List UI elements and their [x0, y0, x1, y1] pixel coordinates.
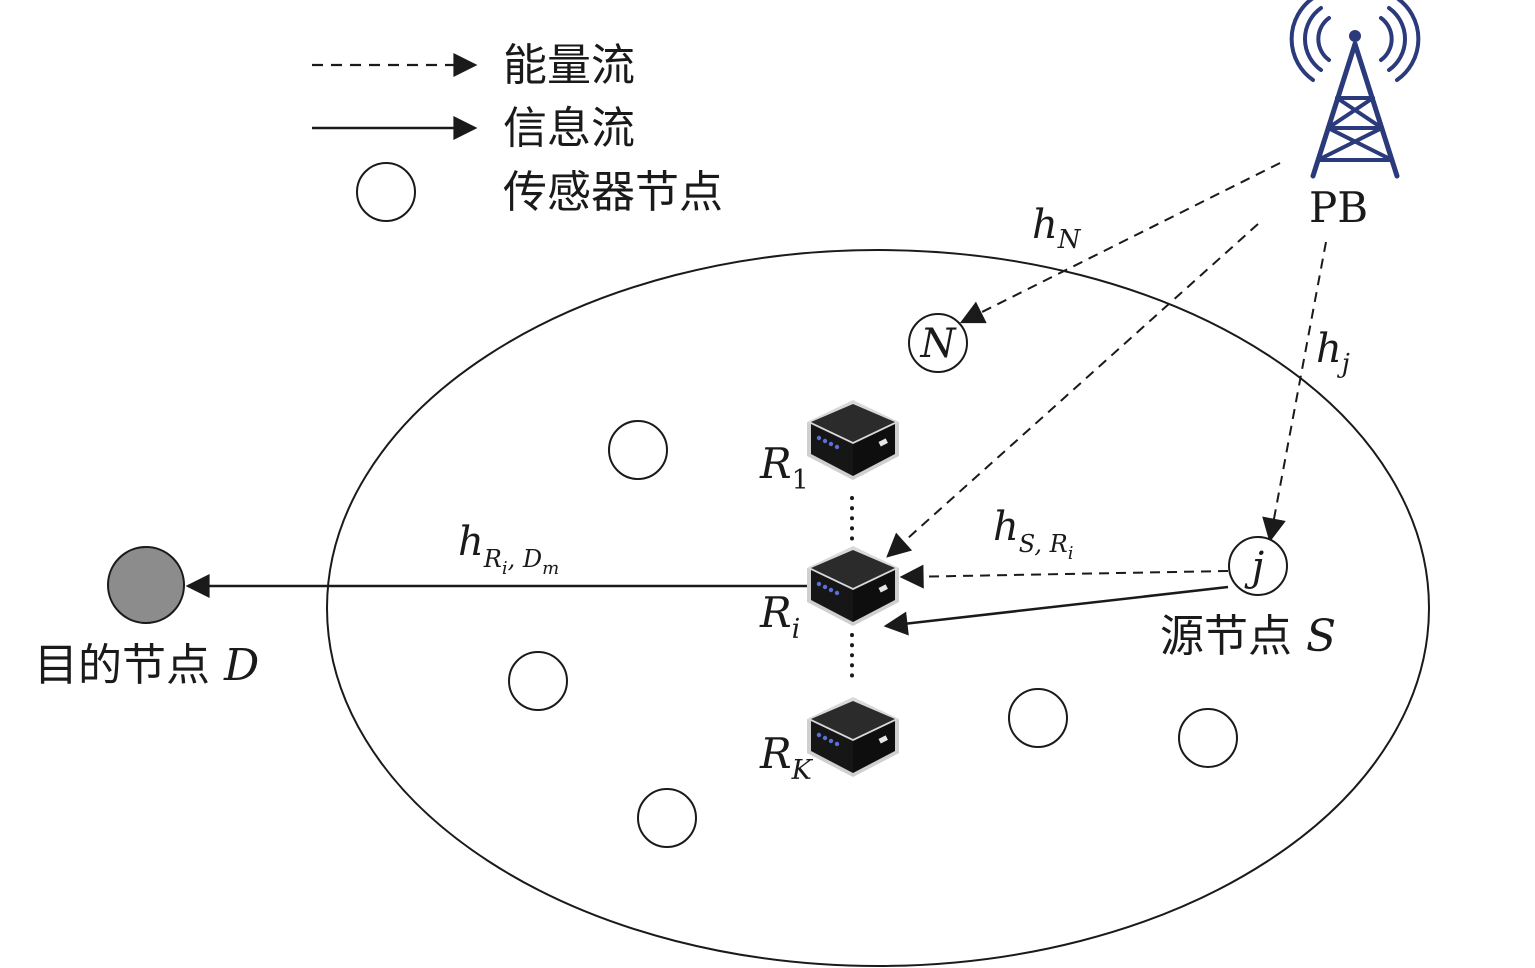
- energy-link-j-ri: [899, 564, 1229, 589]
- sensor-node: [508, 651, 568, 711]
- node-j: [1228, 536, 1288, 596]
- legend-info-label: 信息流: [503, 103, 635, 154]
- relay-rk-icon: [807, 697, 899, 777]
- relay-rk-label: RK: [759, 729, 814, 786]
- power-beacon-label: PB: [1309, 183, 1368, 232]
- legend-sensor-label: 传感器节点: [503, 167, 723, 218]
- network-area: [326, 249, 1430, 967]
- relay-r1-icon: [807, 400, 899, 480]
- relay-ri-label: Ri: [759, 588, 800, 645]
- legend-sensor-icon: [356, 162, 416, 222]
- relay-ri-icon: [807, 546, 899, 626]
- sensor-node: [608, 420, 668, 480]
- energy-link-pb-n: [959, 162, 1281, 324]
- node-n: [908, 313, 968, 373]
- channel-label-hN: hN: [1032, 202, 1082, 255]
- channel-label-hSRi: hS, Ri: [993, 504, 1073, 564]
- destination-node-label: 目的节点 D: [34, 640, 259, 691]
- sensor-node: [637, 788, 697, 848]
- sensor-node: [1178, 708, 1238, 768]
- channel-label-hRiDm: hRi, Dm: [458, 519, 559, 579]
- destination-node: [107, 546, 185, 624]
- node-n-label: N: [920, 321, 958, 367]
- info-link-s-ri: [883, 585, 1229, 636]
- channel-label-hj: hj: [1316, 326, 1350, 379]
- energy-link-pb-ri: [886, 223, 1259, 558]
- relay-r1-label: R1: [759, 439, 809, 496]
- sensor-node: [1008, 688, 1068, 748]
- source-node-label: 源节点 S: [1160, 611, 1336, 662]
- legend-energy-label: 能量流: [503, 40, 635, 91]
- power-beacon-tower-icon: [1289, 0, 1421, 179]
